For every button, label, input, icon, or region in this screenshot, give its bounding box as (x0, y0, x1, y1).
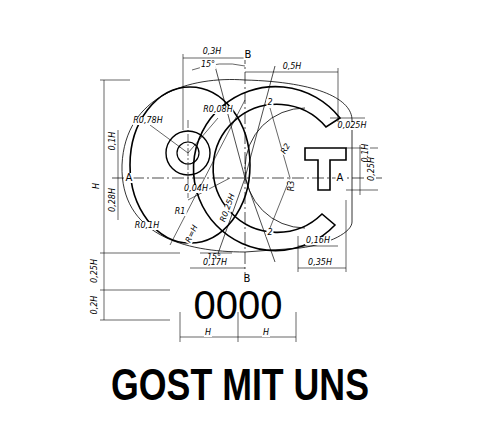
dimension-label: R0,08H (202, 106, 233, 114)
dimension-label: B (243, 274, 252, 284)
dimension-label: 0,3H (202, 48, 223, 56)
dimension-label: 0,16H (305, 237, 331, 245)
dimension-label: 0,1H (109, 131, 117, 152)
dimension-label: 0,04H (183, 185, 209, 193)
dimension-label: H (93, 182, 101, 190)
dimension-label: R=H (184, 223, 200, 245)
dimension-label: 0,5H (282, 63, 303, 71)
dimension-label: 0,25H (91, 258, 99, 284)
dimension-label: H (262, 329, 270, 337)
dimension-label: 0,35H (307, 259, 333, 267)
dimension-label: 0,28H (109, 187, 117, 213)
meme-caption: GOST MIT UNS (111, 363, 369, 408)
dimension-label: 0,025H (337, 122, 368, 130)
dimension-label: A (336, 173, 345, 183)
dimension-label: R1 (174, 208, 187, 216)
dimension-label: 0,2H (91, 295, 99, 316)
dimension-label: B (244, 50, 253, 60)
dimension-label: R0,78H (132, 117, 163, 125)
dimension-label: 2 (266, 99, 273, 107)
dimension-label: 15° (200, 61, 216, 69)
sample-digits: 0000 (193, 285, 284, 325)
dimension-label: A (125, 173, 134, 183)
dimension-label: H (204, 329, 212, 337)
dimension-label: R2 (279, 142, 292, 157)
dimension-label: R3 (288, 180, 296, 193)
dimension-label: R0,1H (134, 222, 160, 230)
dimension-label: 0,25H (368, 156, 376, 182)
dimension-label: 0,17H (202, 259, 228, 267)
dimension-label: 2 (266, 229, 273, 237)
